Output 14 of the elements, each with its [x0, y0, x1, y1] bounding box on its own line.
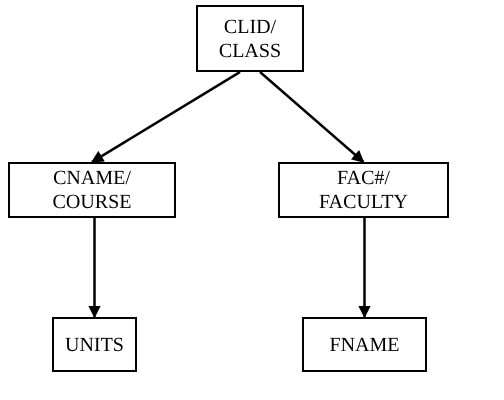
entity-label: FNAME	[329, 332, 400, 356]
entity-box	[278, 162, 449, 218]
arrow	[90, 70, 241, 164]
entity-label: FAC#/ FACULTY	[318, 166, 409, 214]
entity-label: CLID/ CLASS	[218, 14, 282, 62]
entity-box	[8, 162, 176, 218]
entity-label: CNAME/ COURSE	[52, 166, 132, 214]
entity-box	[302, 317, 427, 372]
arrow	[358, 218, 371, 318]
arrow	[259, 71, 364, 163]
entity-box	[196, 5, 304, 72]
entity-box	[52, 317, 137, 372]
arrow	[88, 218, 101, 318]
entity-label: UNITS	[65, 332, 124, 356]
